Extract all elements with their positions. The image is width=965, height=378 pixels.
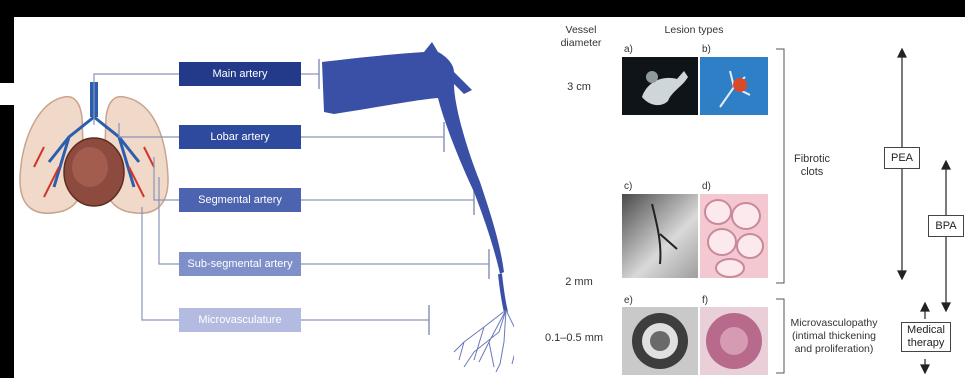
vessel-tree [314, 42, 514, 372]
panel-label-b: b) [702, 44, 711, 55]
panel-image-c-angio [622, 194, 698, 278]
artery-box-microvasculature: Microvasculature [179, 308, 301, 332]
artery-box-segmental: Segmental artery [179, 188, 301, 212]
panel-label-c: c) [624, 181, 632, 192]
artery-box-subsegmental: Sub-segmental artery [179, 252, 301, 276]
artery-label: Segmental artery [198, 194, 282, 206]
lesion-types-header: Lesion types [654, 24, 734, 37]
left-notch [0, 83, 18, 105]
figure-canvas: Main artery Lobar artery Segmental arter… [14, 17, 965, 378]
top-border [0, 0, 965, 17]
fibrotic-clots-label: Fibrotic clots [782, 153, 842, 179]
artery-label: Microvasculature [198, 314, 281, 326]
artery-label: Sub-segmental artery [187, 258, 292, 270]
panel-label-e: e) [624, 295, 633, 306]
diameter-2mm: 2 mm [554, 276, 604, 289]
panel-image-f-histology [700, 307, 768, 375]
panel-image-b-angio [700, 57, 768, 115]
panel-label-a: a) [624, 44, 633, 55]
artery-label: Lobar artery [210, 131, 269, 143]
panel-image-d-histology [700, 194, 768, 278]
vessel-diameter-header: Vessel diameter [546, 24, 616, 50]
diameter-micro: 0.1–0.5 mm [534, 332, 614, 345]
bpa-box: BPA [928, 215, 964, 237]
medical-therapy-box: Medical therapy [901, 322, 951, 352]
panel-label-f: f) [702, 295, 708, 306]
artery-box-main: Main artery [179, 62, 301, 86]
pea-box: PEA [884, 147, 920, 169]
diameter-3cm: 3 cm [554, 81, 604, 94]
panel-label-d: d) [702, 181, 711, 192]
panel-image-e-histology [622, 307, 698, 375]
artery-box-lobar: Lobar artery [179, 125, 301, 149]
microvasculopathy-label: Microvasculopathy (intimal thickening an… [784, 317, 884, 356]
panel-image-a-ct [622, 57, 698, 115]
artery-label: Main artery [212, 68, 267, 80]
left-border [0, 17, 14, 378]
